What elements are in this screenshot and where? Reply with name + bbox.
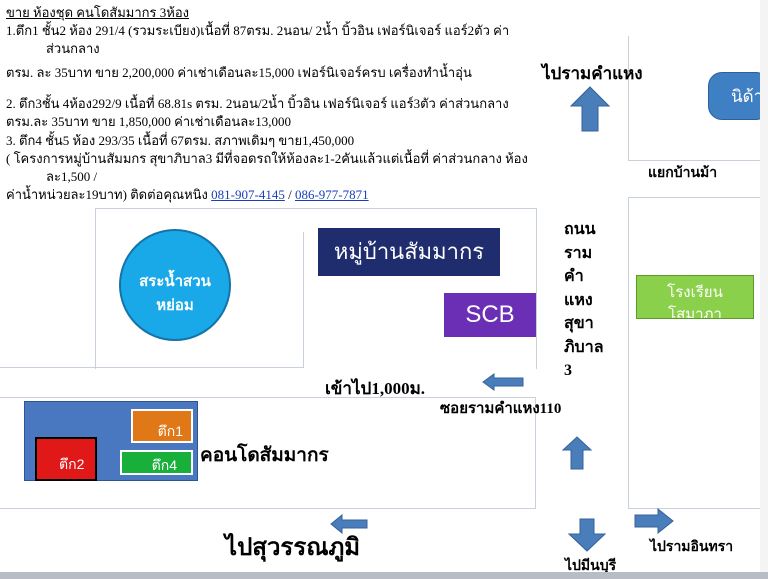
building-2-label: ตึก2 [59, 456, 85, 472]
bottom-edge-bar [0, 572, 768, 579]
unit2-line-b: ตรม.ละ 35บาท ขาย 1,850,000 ค่าเช่าเดือนล… [6, 114, 291, 129]
road-name-part: สุขา [564, 315, 594, 332]
school-label: โรงเรียนโสมาภา [667, 284, 723, 319]
building-4: ตึก4 [120, 450, 193, 475]
label-soi: ซอยรามคำแหง110 [440, 401, 562, 417]
label-condo: คอนโดสัมมากร [200, 445, 329, 466]
unit1-line-b: ส่วนกลาง [46, 41, 100, 56]
road-name-part: 3 [564, 362, 572, 379]
school-box: โรงเรียนโสมาภา [636, 275, 754, 319]
road-name-part: แหง [564, 291, 593, 309]
label-to-ramkhamhaeng: ไปรามคำแหง [542, 64, 643, 83]
village-box: หมู่บ้านสัมมากร [318, 228, 500, 276]
road-name-part: คำ [564, 268, 584, 285]
unit1-line-a: 1.ตึก1 ชั้น2 ห้อง 291/4 (รวมระเบียง)เนื้… [6, 23, 510, 38]
arrow-left-soi-icon [482, 373, 524, 391]
arrow-up-middle-icon [562, 436, 592, 470]
road-bottom-left [0, 397, 536, 509]
road-center-block [95, 208, 537, 369]
road-name-part: ภิบาล [564, 338, 604, 356]
park-label-1: สระน้ำสวน [139, 273, 211, 290]
road-top-left [0, 232, 304, 368]
road-right-top [628, 36, 768, 161]
park-circle: สระน้ำสวน หย่อม [119, 229, 231, 341]
bank-box: SCB [444, 293, 536, 337]
nida-badge: นิด้า [708, 72, 768, 120]
bank-label: SCB [465, 301, 515, 328]
contact-line: ค่าน้ำหน่วยละ19บาท) ติดต่อคุณหนิง 081-90… [6, 186, 369, 204]
label-to-suvarnabhumi: ไปสุวรรณภูมิ [225, 535, 361, 561]
phone-link-1[interactable]: 081-907-4145 [211, 187, 285, 202]
building-4-label: ตึก4 [151, 457, 177, 473]
listing-title: ขาย ห้องชุด คนโดสัมมากร 3ห้อง [6, 5, 190, 20]
unit2-line-a: 2. ตึก3ชั้น 4ห้อง292/9 เนื้อที่ 68.81s ต… [6, 96, 509, 111]
building-1-label: ตึก1 [157, 423, 183, 439]
arrow-left-suvarnabhumi-icon [330, 514, 368, 534]
road-name-part: ถนน [564, 221, 596, 238]
label-enter-distance: เข้าไป1,000ม. [325, 379, 426, 398]
project-note-b: ละ1,500 / [46, 169, 98, 184]
park-label-2: หย่อม [156, 297, 194, 314]
unit3-line: 3. ตึก4 ชั้น5 ห้อง 293/35 เนื้อที่ 67ตรม… [6, 133, 355, 148]
phone-link-2[interactable]: 086-977-7871 [294, 187, 369, 202]
label-to-minburi: ไปมีนบุรี [565, 557, 617, 573]
right-edge-strip [760, 0, 768, 579]
label-ban-ma-junction: แยกบ้านม้า [648, 164, 718, 180]
project-note-a: ( โครงการหมู่บ้านสัมมกร สุขาภิบาล3 มีที่… [6, 151, 528, 166]
nida-label: นิด้า [731, 87, 764, 106]
label-to-ram-inthra: ไปรามอินทรา [650, 538, 734, 554]
village-label: หมู่บ้านสัมมากร [333, 239, 485, 264]
arrow-down-minburi-icon [568, 518, 606, 552]
unit1-line-c: ตรม. ละ 35บาท ขาย 2,200,000 ค่าเช่าเดือน… [6, 65, 472, 80]
building-1: ตึก1 [131, 409, 193, 443]
arrow-right-ram-inthra-icon [634, 508, 674, 534]
road-name-vertical: ถนน ราม คำ แหง สุขา ภิบาล 3 [564, 218, 604, 383]
phone-separator: / [284, 187, 295, 202]
arrow-up-ramkhamhaeng-icon [570, 86, 610, 132]
road-name-part: ราม [564, 244, 593, 262]
building-2: ตึก2 [35, 437, 97, 481]
contact-prefix: ค่าน้ำหน่วยละ19บาท) ติดต่อคุณหนิง [6, 187, 212, 202]
road-right-bottom [628, 197, 768, 509]
